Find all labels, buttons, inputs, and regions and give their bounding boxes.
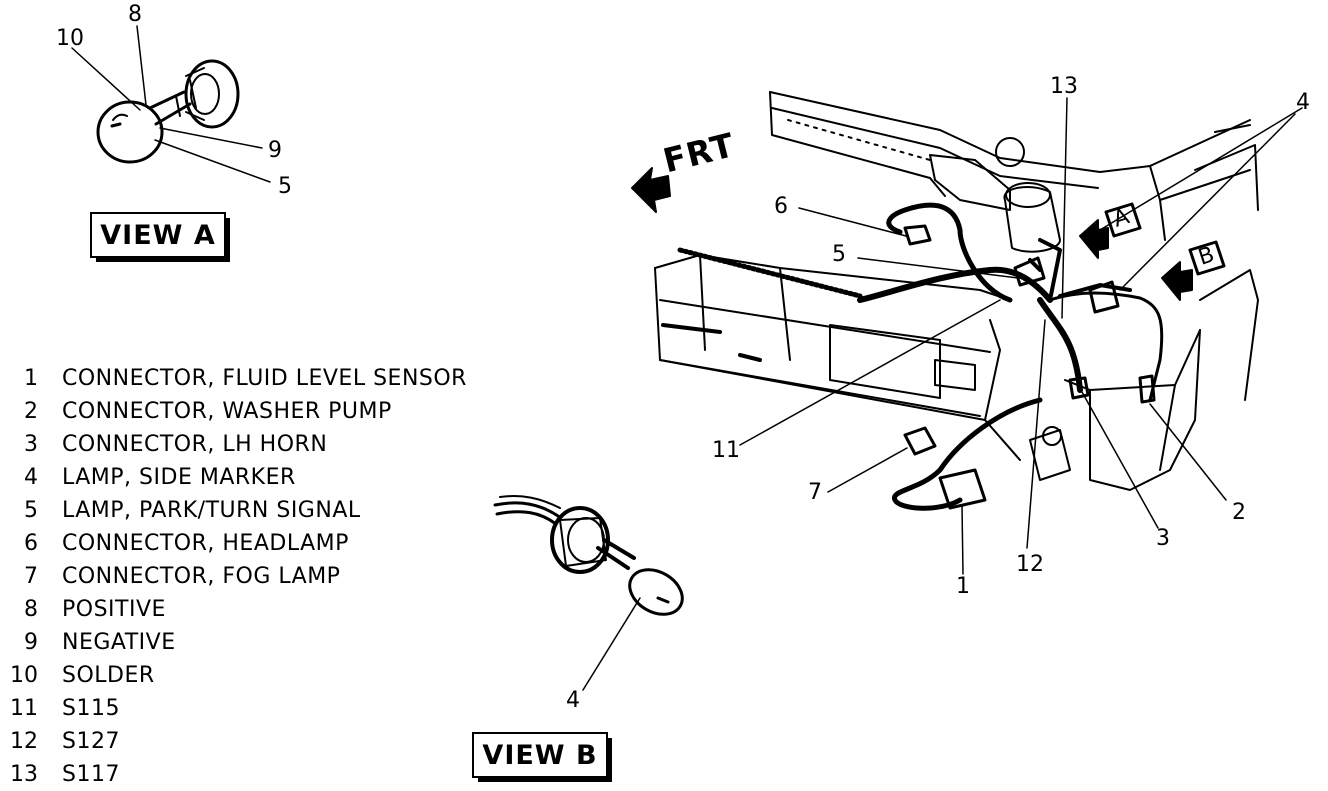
callout-12: 12 bbox=[1016, 552, 1044, 577]
legend-text: POSITIVE bbox=[62, 597, 166, 622]
callout-13: 13 bbox=[1050, 74, 1078, 99]
legend-text: CONNECTOR, FOG LAMP bbox=[62, 564, 341, 589]
legend-number: 3 bbox=[24, 432, 38, 457]
view-a-bulb-illustration bbox=[96, 59, 240, 164]
callout-4-view-b: 4 bbox=[566, 688, 580, 713]
legend-number: 1 bbox=[24, 366, 38, 391]
callout-2: 2 bbox=[1232, 500, 1246, 525]
callout-5-main: 5 bbox=[832, 242, 846, 267]
legend-number: 11 bbox=[10, 696, 38, 721]
legend-number: 12 bbox=[10, 729, 38, 754]
legend-number: 13 bbox=[10, 762, 38, 787]
legend-row: 12 S127 bbox=[0, 725, 520, 758]
legend-text: LAMP, PARK/TURN SIGNAL bbox=[62, 498, 361, 523]
legend-text: SOLDER bbox=[62, 663, 155, 688]
legend-row: 2 CONNECTOR, WASHER PUMP bbox=[0, 395, 520, 428]
callout-8: 8 bbox=[128, 2, 142, 27]
legend-text: S117 bbox=[62, 762, 120, 787]
callout-9: 9 bbox=[268, 138, 282, 163]
legend-row: 11 S115 bbox=[0, 692, 520, 725]
legend-text: S115 bbox=[62, 696, 120, 721]
legend-row: 13 S117 bbox=[0, 758, 520, 791]
legend-row: 8 POSITIVE bbox=[0, 593, 520, 626]
callout-11: 11 bbox=[712, 438, 740, 463]
view-b-bulb-illustration bbox=[493, 495, 684, 616]
callout-4-main: 4 bbox=[1296, 90, 1310, 115]
legend-text: LAMP, SIDE MARKER bbox=[62, 465, 296, 490]
legend-text: CONNECTOR, HEADLAMP bbox=[62, 531, 349, 556]
legend-number: 8 bbox=[24, 597, 38, 622]
vehicle-front-structure bbox=[654, 91, 1259, 511]
legend-number: 10 bbox=[10, 663, 38, 688]
legend-number: 7 bbox=[24, 564, 38, 589]
legend-row: 3 CONNECTOR, LH HORN bbox=[0, 428, 520, 461]
legend-text: CONNECTOR, WASHER PUMP bbox=[62, 399, 392, 424]
callout-10: 10 bbox=[56, 26, 84, 51]
view-b-label: VIEW B bbox=[472, 732, 612, 782]
legend-row: 6 CONNECTOR, HEADLAMP bbox=[0, 527, 520, 560]
callout-1: 1 bbox=[956, 574, 970, 599]
legend-text: CONNECTOR, FLUID LEVEL SENSOR bbox=[62, 366, 467, 391]
callout-7: 7 bbox=[808, 480, 822, 505]
legend-text: S127 bbox=[62, 729, 120, 754]
front-direction-arrow bbox=[631, 167, 671, 213]
legend-text: NEGATIVE bbox=[62, 630, 176, 655]
view-b-indicator-arrow bbox=[1161, 240, 1226, 301]
legend-row: 4 LAMP, SIDE MARKER bbox=[0, 461, 520, 494]
legend-row: 9 NEGATIVE bbox=[0, 626, 520, 659]
callout-5-view-a: 5 bbox=[278, 174, 292, 199]
legend-row: 1 CONNECTOR, FLUID LEVEL SENSOR bbox=[0, 362, 520, 395]
legend-row: 10 SOLDER bbox=[0, 659, 520, 692]
callout-6: 6 bbox=[774, 194, 788, 219]
legend-number: 9 bbox=[24, 630, 38, 655]
legend-row: 7 CONNECTOR, FOG LAMP bbox=[0, 560, 520, 593]
legend-text: CONNECTOR, LH HORN bbox=[62, 432, 328, 457]
legend-number: 4 bbox=[24, 465, 38, 490]
legend-number: 6 bbox=[24, 531, 38, 556]
legend-row: 5 LAMP, PARK/TURN SIGNAL bbox=[0, 494, 520, 527]
legend-number: 5 bbox=[24, 498, 38, 523]
callout-3: 3 bbox=[1156, 526, 1170, 551]
leader-lines bbox=[71, 25, 1303, 691]
legend-number: 2 bbox=[24, 399, 38, 424]
view-a-label: VIEW A bbox=[90, 212, 230, 262]
